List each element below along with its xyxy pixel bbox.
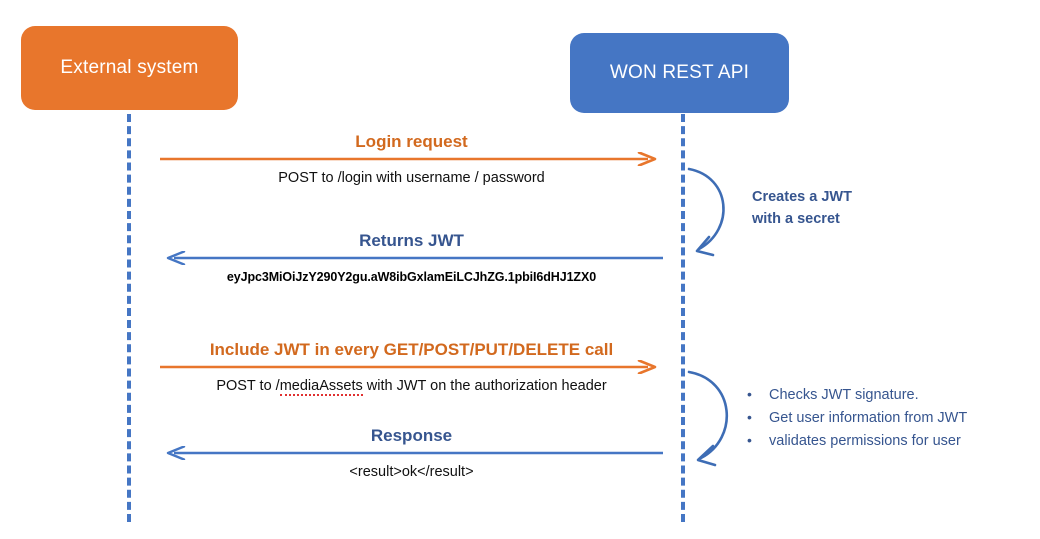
participant-label-won-rest-api: WON REST API (609, 62, 750, 83)
note-validation-steps: • Checks JWT signature. • Get user infor… (747, 383, 967, 452)
self-call-arrow-creates-jwt (687, 167, 725, 257)
message-returns-jwt: Returns JWT eyJpc3MiOiJzY290Y2gu.aW8ibGx… (160, 231, 663, 287)
message-login-request: Login request POST to /login with userna… (160, 132, 663, 188)
message-subtitle-login-request: POST to /login with username / password (278, 170, 545, 186)
lifeline-external-system (127, 114, 131, 522)
participant-box-external-system: External system (21, 26, 238, 110)
list-item: • Checks JWT signature. (747, 383, 967, 406)
message-title-include-jwt: Include JWT in every GET/POST/PUT/DELETE… (209, 340, 614, 359)
message-title-returns-jwt: Returns JWT (359, 231, 464, 250)
validation-step-label: validates permissions for user (769, 433, 961, 449)
arrow-right-include-jwt (160, 360, 657, 374)
message-subtitle-returns-jwt: eyJpc3MiOiJzY290Y2gu.aW8ibGxlamEiLCJhZG.… (226, 270, 597, 284)
note-creates-jwt: Creates a JWT with a secret (752, 186, 852, 230)
bullet-icon: • (747, 432, 752, 448)
message-subtitle-include-jwt-misspelled-word: mediaAssets (279, 378, 363, 396)
message-subtitle-include-jwt-after: with JWT on the authorization header (362, 378, 607, 394)
arrow-right-login-request (160, 152, 657, 166)
validation-steps-list: • Checks JWT signature. • Get user infor… (747, 383, 967, 452)
validation-step-label: Get user information from JWT (769, 410, 968, 426)
note-creates-jwt-line-1: Creates a JWT (752, 189, 852, 205)
participant-label-external-system: External system (60, 57, 199, 78)
message-response: Response <result>ok</result> (160, 426, 663, 482)
bullet-icon: • (747, 409, 752, 425)
validation-step-label: Checks JWT signature. (769, 387, 919, 403)
self-call-arrow-validation-steps (687, 370, 729, 467)
message-subtitle-response: <result>ok</result> (349, 464, 474, 480)
lifeline-won-rest-api (681, 114, 685, 522)
message-subtitle-include-jwt: POST to /mediaAssets with JWT on the aut… (160, 377, 663, 396)
participant-box-won-rest-api: WON REST API (570, 33, 789, 113)
list-item: • validates permissions for user (747, 429, 967, 452)
bullet-icon: • (747, 386, 752, 402)
message-subtitle-include-jwt-before: POST to / (216, 378, 280, 394)
message-title-login-request: Login request (355, 132, 468, 151)
message-title-response: Response (370, 426, 453, 445)
arrow-left-response (166, 446, 663, 460)
note-creates-jwt-line-2: with a secret (752, 211, 840, 227)
list-item: • Get user information from JWT (747, 406, 967, 429)
message-include-jwt: Include JWT in every GET/POST/PUT/DELETE… (160, 340, 663, 396)
arrow-left-returns-jwt (166, 251, 663, 265)
